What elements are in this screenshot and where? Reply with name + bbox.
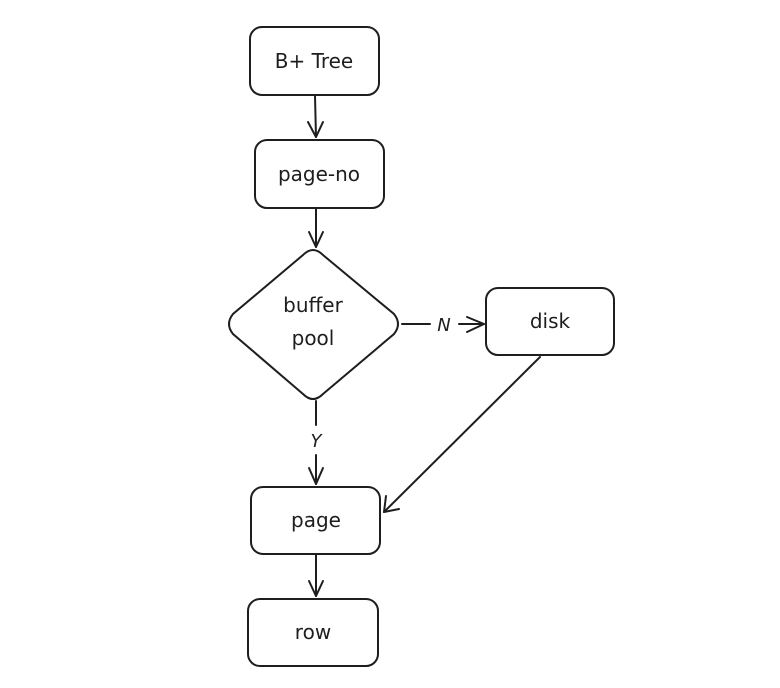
node-btree-label: B+ Tree [275, 49, 354, 73]
node-disk: disk [485, 287, 615, 356]
node-row: row [247, 598, 379, 667]
node-page-no: page-no [254, 139, 385, 209]
edge-bufferpool-to-page [308, 400, 324, 485]
node-page-no-label: page-no [278, 162, 360, 186]
node-buffer-pool-label-line1: buffer [283, 293, 343, 317]
edge-btree-to-pageno [307, 95, 324, 138]
node-buffer-pool: buffer pool [228, 249, 399, 400]
node-btree: B+ Tree [249, 26, 380, 96]
node-page: page [250, 486, 381, 555]
edge-disk-to-page [383, 356, 541, 513]
edge-page-to-row [308, 554, 324, 597]
node-row-label: row [295, 620, 331, 644]
edge-pageno-to-bufferpool [308, 208, 324, 248]
edge-bufferpool-to-disk [401, 316, 485, 333]
edge-label-yes: Y [311, 431, 324, 452]
edge-label-no: N [437, 315, 450, 336]
node-buffer-pool-label-line2: pool [292, 326, 335, 350]
node-disk-label: disk [530, 309, 571, 333]
node-page-label: page [291, 508, 341, 532]
